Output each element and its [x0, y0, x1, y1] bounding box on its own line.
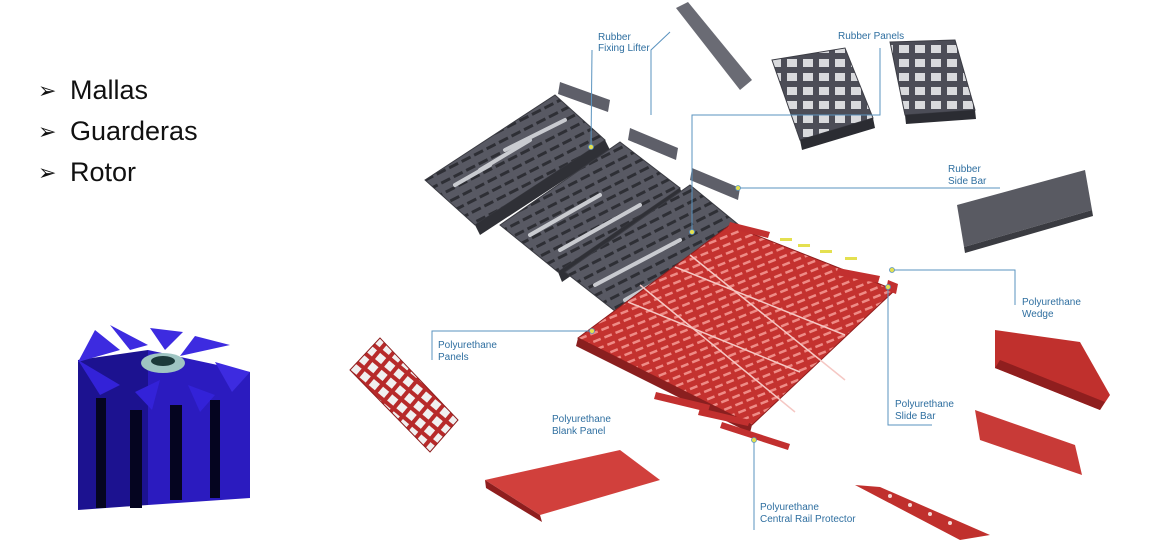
- label-rubber-panels: Rubber Panels: [838, 31, 904, 42]
- label-rubber-side-bar: Rubber Side Bar: [948, 164, 987, 187]
- label-rubber-fixing-lifter: Rubber Fixing Lifter: [598, 32, 650, 54]
- label-polyurethane-blank-panel: Polyurethane Blank Panel: [552, 414, 614, 437]
- rubber-panel-block-2: [890, 40, 975, 115]
- polyurethane-central-rail-protector: [855, 485, 990, 540]
- polyurethane-blank-panel: [485, 450, 660, 515]
- label-polyurethane-slide-bar: Polyurethane Slide Bar: [895, 399, 957, 422]
- label-polyurethane-panels: Polyurethane Panels: [438, 340, 500, 363]
- label-polyurethane-central-rail-protector: Polyurethane Central Rail Protector: [760, 502, 856, 525]
- rotor-illustration: [78, 325, 250, 510]
- label-polyurethane-wedge: Polyurethane Wedge: [1022, 297, 1084, 320]
- polyurethane-slide-bar: [975, 410, 1082, 475]
